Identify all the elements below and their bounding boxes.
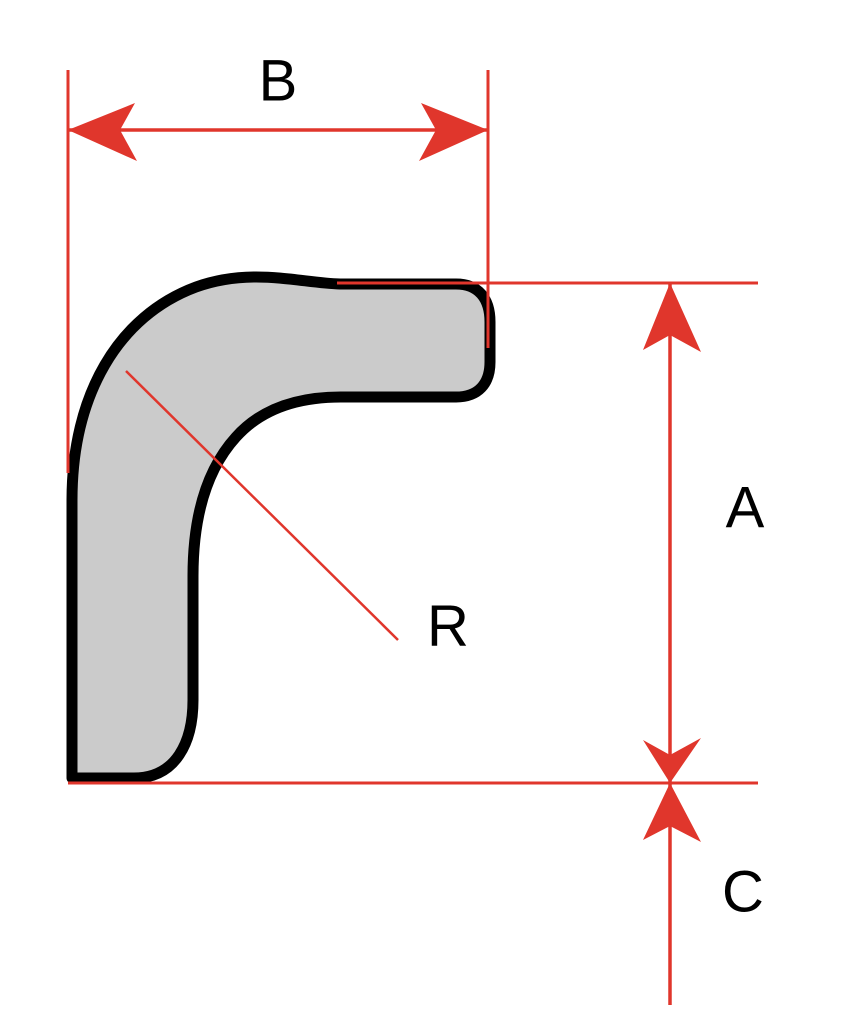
dimension-label-a: A bbox=[726, 475, 765, 540]
dimension-label-c: C bbox=[722, 859, 764, 924]
dimension-r: R bbox=[125, 370, 469, 658]
a-arrowhead-down bbox=[643, 738, 701, 783]
a-arrowhead-up bbox=[643, 283, 701, 352]
dimension-a: A bbox=[68, 281, 765, 785]
r-leader-line bbox=[125, 370, 399, 641]
part-profile bbox=[66, 271, 496, 784]
dimension-label-r: R bbox=[427, 593, 469, 658]
b-arrowhead-left bbox=[68, 103, 137, 161]
b-arrowhead-right bbox=[419, 103, 488, 161]
dimension-label-b: B bbox=[259, 48, 298, 113]
dimension-c: C bbox=[643, 783, 764, 1005]
part-outline-path bbox=[66, 271, 496, 784]
dimension-b: B bbox=[66, 48, 490, 473]
c-arrowhead-up bbox=[643, 783, 701, 842]
